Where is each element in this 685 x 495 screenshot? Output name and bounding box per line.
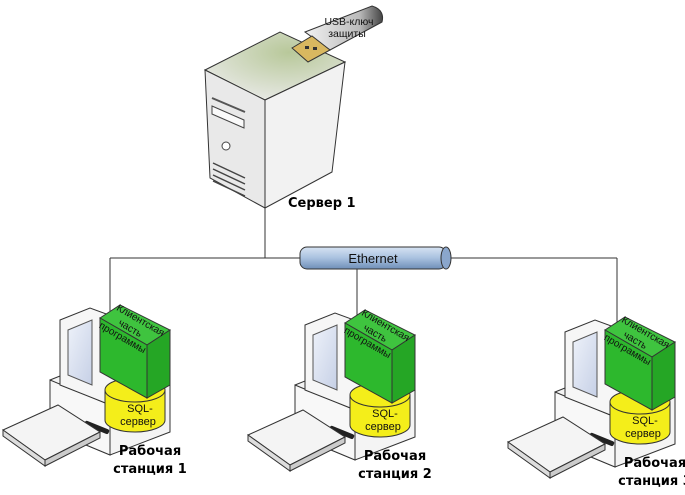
server-label: Сервер 1 bbox=[288, 196, 356, 211]
sql-label-line1: SQL- bbox=[127, 403, 153, 415]
workstation-label-line1: Рабочая bbox=[624, 456, 685, 471]
usb-label-line2: защиты bbox=[328, 28, 366, 40]
workstation-1: SQL- сервер Клиентская часть программы Р… bbox=[2, 303, 187, 477]
ethernet-label: Ethernet bbox=[348, 251, 398, 266]
sql-label-line2: сервер bbox=[365, 421, 401, 433]
sql-label-line2: сервер bbox=[625, 428, 661, 440]
sql-label-line1: SQL- bbox=[632, 415, 658, 427]
workstation-label-line2: станция 1 bbox=[113, 462, 187, 477]
workstation-label-line2: станция 2 bbox=[358, 467, 432, 482]
sql-label-line1: SQL- bbox=[372, 408, 398, 420]
server: Сервер 1 bbox=[203, 31, 356, 211]
workstation-label-line1: Рабочая bbox=[119, 444, 181, 459]
workstation-label-line1: Рабочая bbox=[364, 449, 426, 464]
keyboard-icon bbox=[247, 409, 347, 472]
keyboard-icon bbox=[2, 404, 102, 467]
sql-server-cylinder: SQL- сервер bbox=[349, 382, 411, 438]
keyboard-icon bbox=[507, 416, 607, 479]
usb-key: USB-ключ защиты bbox=[291, 5, 383, 63]
usb-label-line1: USB-ключ bbox=[324, 16, 373, 28]
sql-label-line2: сервер bbox=[120, 416, 156, 428]
ethernet-bus: Ethernet bbox=[299, 246, 452, 270]
workstation-label-line2: станция 3 bbox=[618, 474, 685, 489]
workstation-2: SQL- сервер Клиентская часть программы Р… bbox=[247, 308, 432, 482]
client-program-box: Клиентская часть программы bbox=[602, 315, 677, 411]
workstation-3: SQL- сервер Клиентская часть программы Р… bbox=[507, 315, 685, 489]
